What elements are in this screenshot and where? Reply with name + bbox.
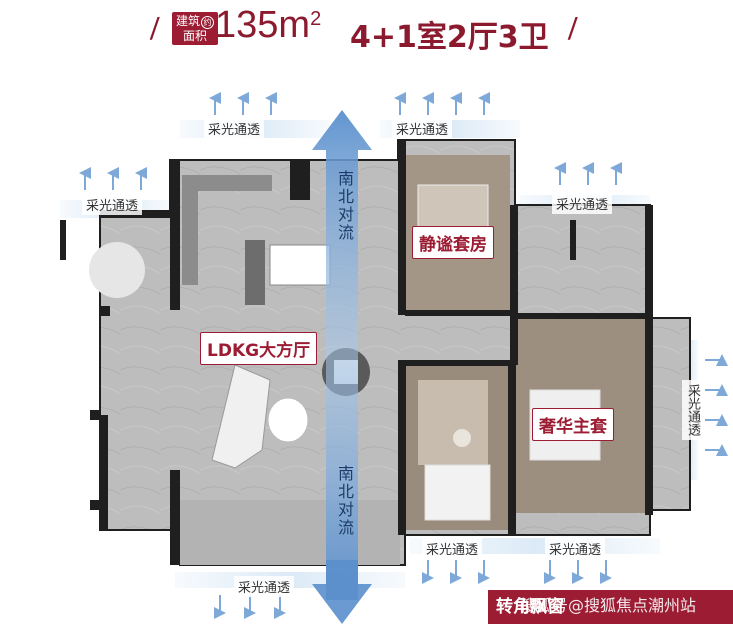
right-slash: /: [568, 10, 578, 47]
kitchen-counter-left: [182, 175, 198, 285]
corner-window-label: 转角飘窗: [496, 597, 564, 617]
light-label-kitchen: 采光通透: [204, 118, 265, 139]
coffee-table: [267, 397, 309, 443]
room-label-living: LDKG大方厅: [200, 332, 318, 365]
sofa: [211, 364, 271, 469]
flow-label-top: 南北对流: [335, 170, 354, 242]
header: / 建筑约 面积 135m2 4+1室2厅3卫 /: [0, 0, 733, 60]
area-label-line1: 建筑: [175, 14, 200, 28]
light-label-ensuite: 采光通透: [552, 193, 613, 214]
flow-arrow-down: [312, 560, 372, 624]
area-unit-sup: 2: [310, 8, 322, 30]
area-label-line2: 面积: [182, 29, 207, 43]
left-slash: /: [150, 10, 160, 47]
light-label-master: 采光通透: [545, 538, 606, 559]
room-label-secondary-suite: 静谧套房: [412, 226, 494, 259]
light-label-bedroom: 采光通透: [422, 538, 483, 559]
round-bath: [89, 242, 145, 298]
flow-label-bottom: 南北对流: [335, 465, 354, 537]
layout-text: 4+1室2厅3卫: [350, 20, 549, 55]
bed-2: [424, 464, 491, 521]
area-label: 建筑约 面积: [172, 12, 218, 45]
floor-plan-drawing: [60, 92, 728, 624]
light-arrows: [79, 92, 622, 190]
dining-table: [269, 244, 331, 286]
corner-window-badge: 转角飘窗: [488, 590, 733, 624]
area-value: 135m2: [215, 4, 321, 47]
area-unit: m: [278, 4, 311, 46]
light-label-side: 采光通透: [682, 380, 703, 440]
light-label-balcony: 采光通透: [234, 576, 295, 597]
floor-plan: 采光通透 采光通透 采光通透 采光通透 采光通透 采光通透 采光通透 采光通透 …: [0, 60, 733, 624]
light-label-secondary: 采光通透: [392, 118, 453, 139]
room-label-master-suite: 奢华主套: [532, 408, 614, 441]
approx-badge: 约: [201, 16, 214, 29]
flow-arrow-up: [312, 110, 372, 600]
area-number: 135: [215, 4, 279, 46]
rug-bedroom: [418, 380, 488, 465]
kitchen-island: [245, 240, 265, 305]
light-label-bath: 采光通透: [82, 194, 143, 215]
watermark: 搜狐号@搜狐焦点潮州站: [520, 596, 697, 615]
balcony: [180, 500, 400, 565]
kitchen-counter-top: [182, 175, 272, 191]
